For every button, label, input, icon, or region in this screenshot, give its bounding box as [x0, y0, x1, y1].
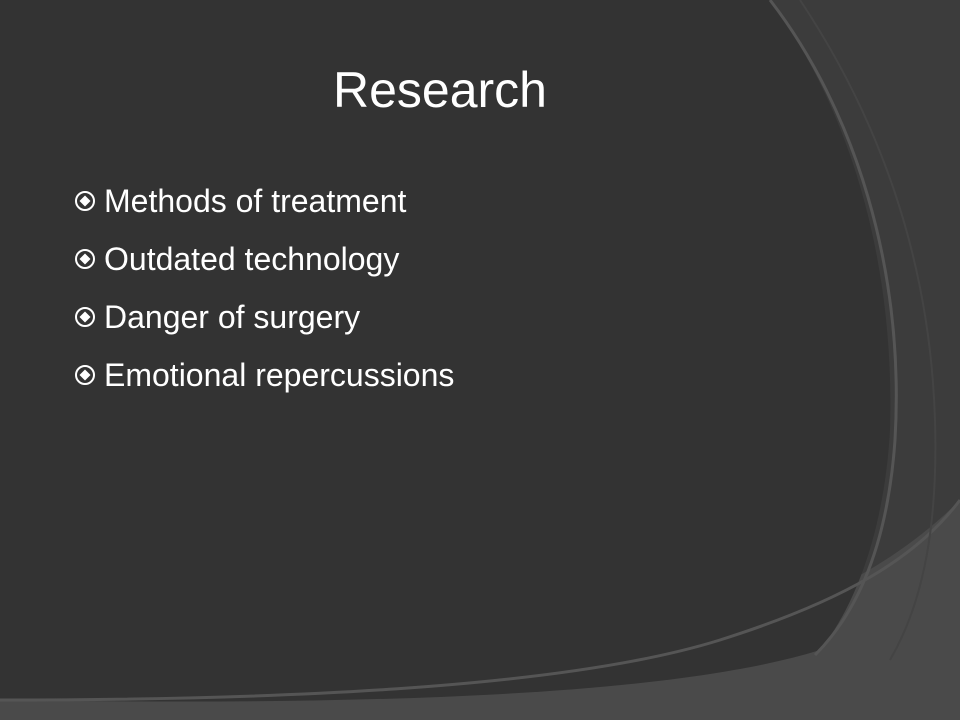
- slide-title: Research: [333, 62, 547, 118]
- list-item: Danger of surgery: [70, 288, 454, 346]
- bullet-text: Danger of surgery: [104, 298, 361, 335]
- list-item: Methods of treatment: [70, 172, 454, 230]
- circled-diamond-icon: [75, 307, 95, 327]
- bullet-list: Methods of treatment Outdated technology…: [70, 172, 454, 404]
- circled-diamond-icon: [75, 191, 95, 211]
- circled-diamond-icon: [75, 365, 95, 385]
- list-item: Emotional repercussions: [70, 346, 454, 404]
- bullet-text: Emotional repercussions: [104, 356, 455, 393]
- list-item: Outdated technology: [70, 230, 454, 288]
- circled-diamond-icon: [75, 249, 95, 269]
- bullet-text: Outdated technology: [104, 240, 400, 277]
- bullet-text: Methods of treatment: [104, 182, 407, 219]
